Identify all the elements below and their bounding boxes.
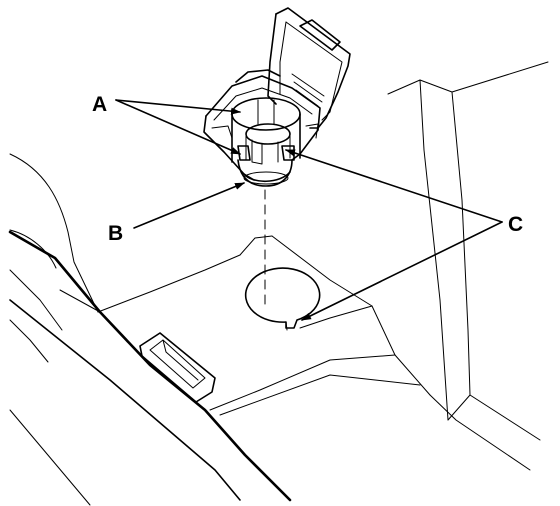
callout-label-a: A (92, 93, 107, 116)
leader-b (133, 182, 245, 229)
cup-holder-body (203, 69, 321, 181)
leader-c-lower (301, 221, 503, 321)
side-latch-button (139, 332, 216, 403)
console-background (97, 61, 549, 471)
seat-side-panel (8, 153, 292, 506)
callout-label-c: C (508, 213, 523, 236)
cup-holder-cylinder (231, 97, 301, 165)
callout-leaders (115, 99, 503, 321)
cup-holder-mounting-hole (244, 267, 321, 331)
callout-label-b: B (108, 222, 123, 245)
cup-holder-base-ring (237, 159, 293, 187)
cup-holder-mounting-tabs (237, 145, 295, 161)
leader-c-upper (285, 149, 503, 223)
cup-holder-assembly (203, 7, 351, 187)
leader-a-lower (115, 99, 241, 155)
cup-holder-lid (267, 7, 351, 129)
leader-a-upper (115, 99, 241, 115)
